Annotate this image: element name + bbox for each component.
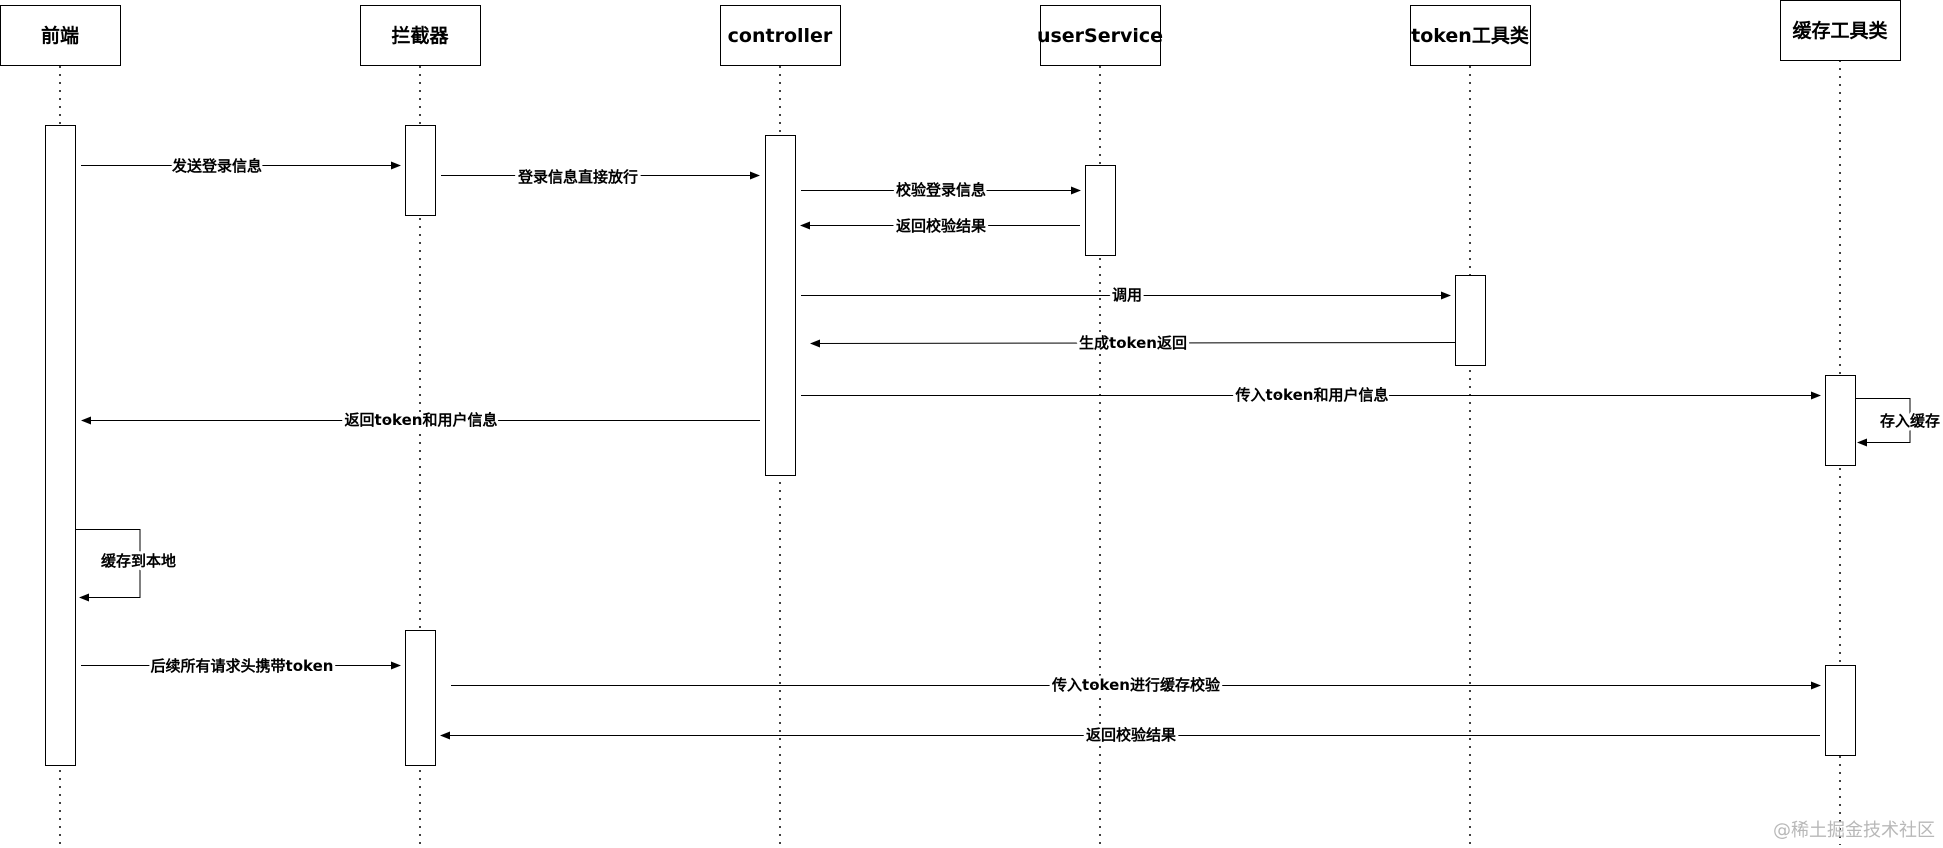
arrow-generate-token <box>810 339 1456 348</box>
actor-label-interceptor: 拦截器 <box>391 24 449 47</box>
actor-labels: 前端 拦截器 controller userService token工具类 缓… <box>41 19 1888 47</box>
activation-frontend <box>45 125 76 766</box>
actor-box-frontend <box>0 5 121 66</box>
activation-interceptor-1 <box>405 125 436 216</box>
label-return-verify: 返回校验结果 <box>896 217 987 235</box>
message-arrows <box>76 161 1911 740</box>
actor-box-userservice <box>1040 5 1161 66</box>
activation-controller <box>765 135 796 476</box>
watermark: @稀土掘金技术社区 <box>1773 820 1935 841</box>
actor-label-tokenutil: token工具类 <box>1411 24 1529 47</box>
activation-cacheutil-1 <box>1825 375 1856 466</box>
label-request-token: 后续所有请求头携带token <box>151 657 334 675</box>
actor-label-userservice: userService <box>1037 25 1163 47</box>
label-cache-local: 缓存到本地 <box>101 552 176 570</box>
label-pass-token-user: 传入token和用户信息 <box>1235 386 1389 404</box>
actor-box-cacheutil <box>1780 0 1901 61</box>
activation-bars <box>45 125 1856 766</box>
actor-box-tokenutil <box>1410 5 1531 66</box>
label-store-cache: 存入缓存 <box>1880 412 1940 430</box>
label-return-result: 返回校验结果 <box>1086 726 1177 744</box>
activation-userservice <box>1085 165 1116 256</box>
actor-box-controller <box>720 5 841 66</box>
label-cache-verify: 传入token进行缓存校验 <box>1051 676 1221 694</box>
label-return-token-user: 返回token和用户信息 <box>345 411 498 429</box>
lifelines <box>59 60 1841 845</box>
message-labels: 发送登录信息 登录信息直接放行 校验登录信息 返回校验结果 调用 生成token… <box>98 154 1943 747</box>
arrow-store-cache <box>1856 398 1911 447</box>
label-send-login: 发送登录信息 <box>171 157 262 175</box>
actor-label-frontend: 前端 <box>41 24 79 47</box>
label-verify-login: 校验登录信息 <box>896 181 986 199</box>
activation-cacheutil-2 <box>1825 665 1856 756</box>
actor-boxes <box>0 0 1901 66</box>
actor-box-interceptor <box>360 5 481 66</box>
actor-label-controller: controller <box>728 25 833 47</box>
arrow-cache-local <box>76 529 141 602</box>
activation-tokenutil <box>1455 275 1486 366</box>
actor-label-cacheutil: 缓存工具类 <box>1792 19 1887 42</box>
label-generate-token: 生成token返回 <box>1079 334 1187 352</box>
label-invoke: 调用 <box>1112 286 1142 304</box>
label-pass-login: 登录信息直接放行 <box>517 168 638 186</box>
activation-interceptor-2 <box>405 630 436 766</box>
